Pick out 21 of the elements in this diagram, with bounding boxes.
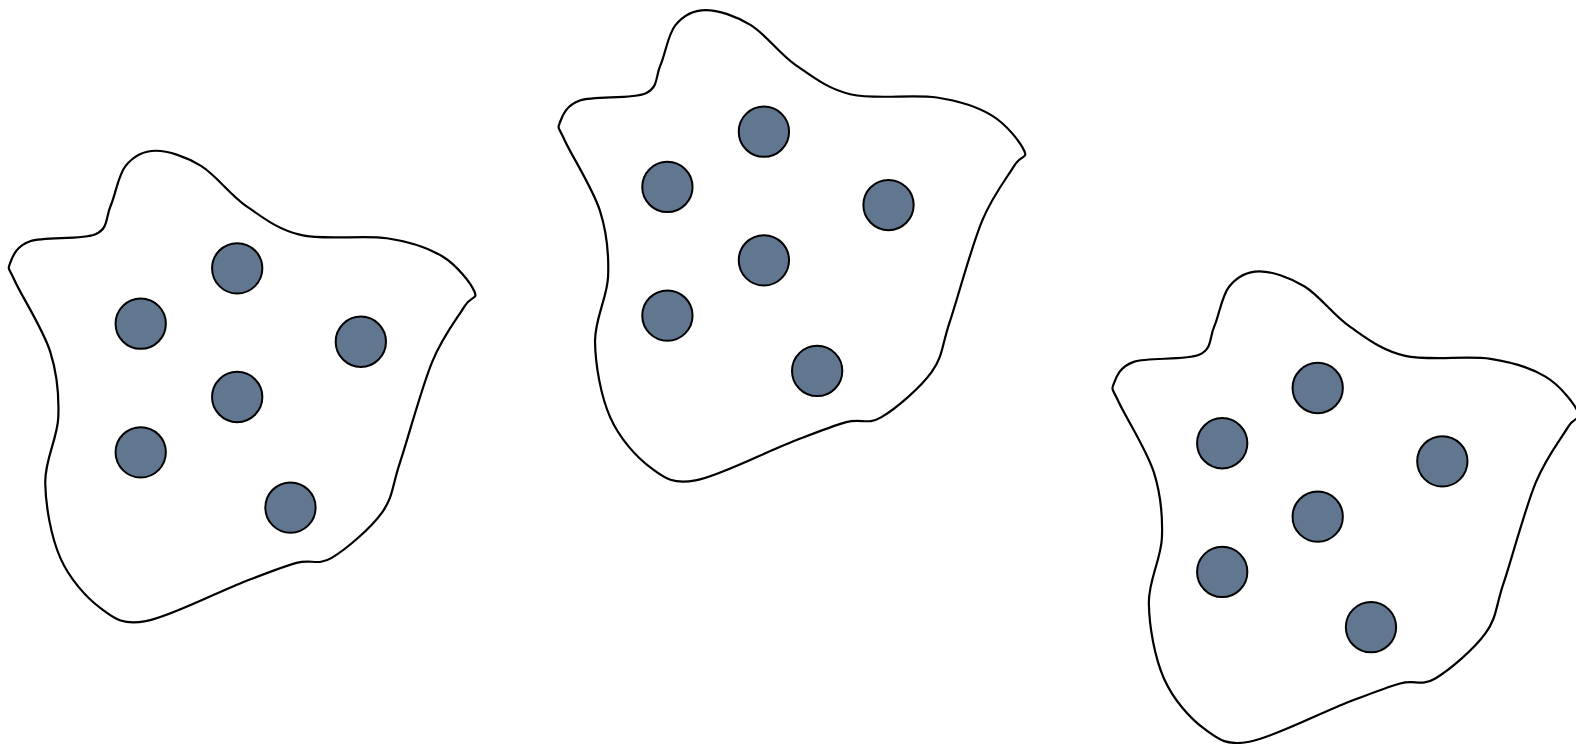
dot	[211, 242, 264, 295]
dot	[114, 426, 167, 479]
dot	[211, 370, 264, 424]
dot	[334, 315, 387, 368]
dot	[1416, 435, 1469, 488]
dot	[737, 234, 791, 287]
dot	[641, 289, 694, 342]
dot	[114, 297, 167, 350]
dot	[862, 178, 915, 232]
blob-outline	[7, 149, 477, 624]
dot	[1196, 545, 1249, 599]
dot	[1291, 361, 1344, 415]
dot	[1291, 490, 1344, 543]
blob-outline	[557, 8, 1027, 483]
dot	[264, 481, 317, 534]
dot	[791, 344, 844, 398]
dot	[641, 160, 694, 214]
dot	[737, 105, 791, 158]
dot	[1344, 601, 1398, 654]
dot	[1196, 417, 1249, 470]
blob-outline	[1111, 270, 1576, 744]
